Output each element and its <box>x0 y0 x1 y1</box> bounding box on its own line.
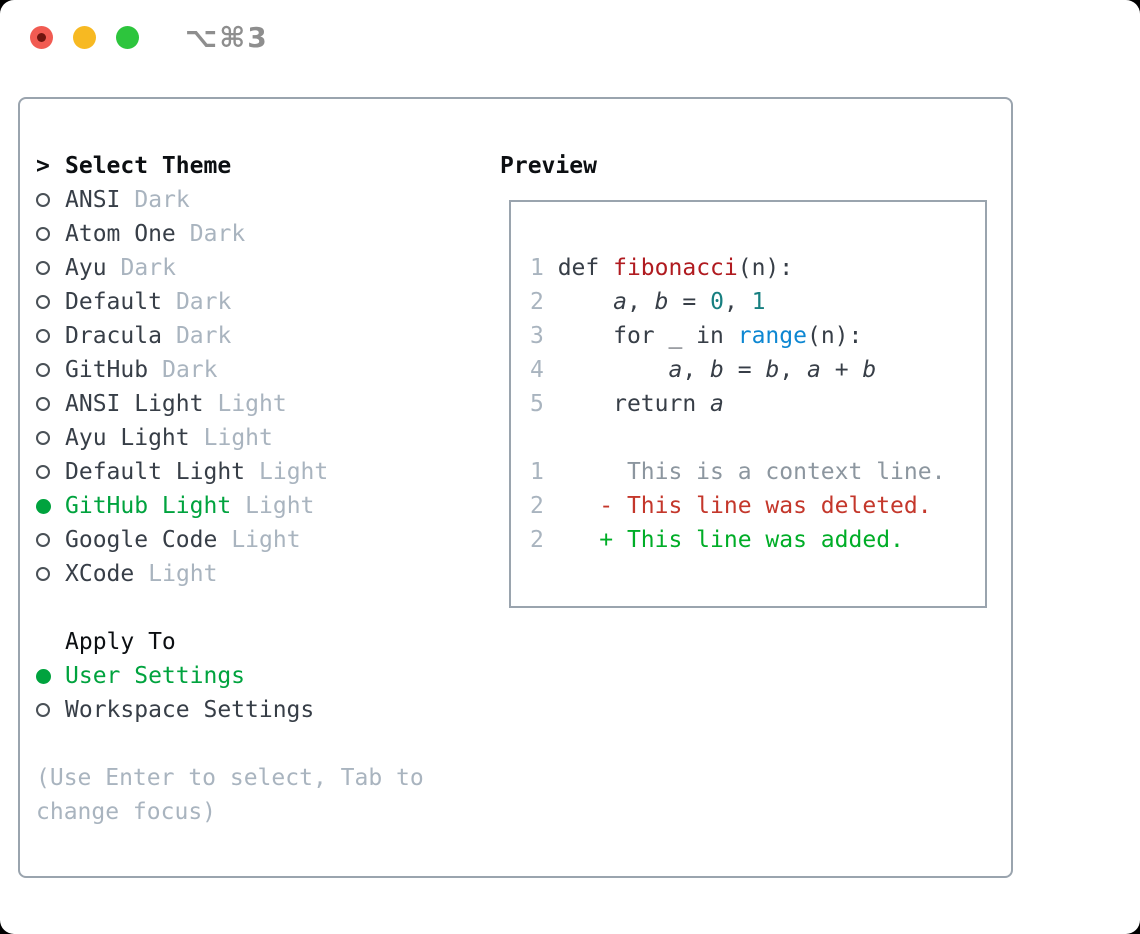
apply-option-workspace-settings[interactable]: Workspace Settings <box>36 693 424 727</box>
theme-option-ansi-light[interactable]: ANSI Light Light <box>36 387 424 421</box>
radio-icon <box>36 295 65 309</box>
theme-variant-tag: Light <box>231 527 301 553</box>
preview-line: 4 a, b = b, a + b <box>530 357 877 383</box>
zoom-button[interactable] <box>116 26 139 49</box>
theme-option-xcode[interactable]: XCode Light <box>36 557 424 591</box>
preview-box: 1 def fibonacci(n): 2 a, b = 0, 1 3 for _ … <box>509 200 987 608</box>
option-label: Workspace Settings <box>65 697 315 723</box>
theme-option-github-light[interactable]: GitHub Light Light <box>36 489 424 523</box>
theme-variant-tag: Dark <box>175 323 232 349</box>
theme-option-dracula[interactable]: Dracula Dark <box>36 319 424 353</box>
minimize-button[interactable] <box>73 26 96 49</box>
radio-selected-icon <box>36 668 65 684</box>
radio-icon <box>36 465 65 479</box>
theme-option-ansi[interactable]: ANSI Dark <box>36 183 424 217</box>
preview-line: 2 - This line was deleted. <box>530 493 932 519</box>
record-dot-icon <box>37 33 46 42</box>
theme-variant-tag: Dark <box>175 289 232 315</box>
theme-option-github[interactable]: GitHub Dark <box>36 353 424 387</box>
theme-variant-tag: Dark <box>134 187 190 213</box>
theme-option-google-code[interactable]: Google Code Light <box>36 523 424 557</box>
select-theme-header: > Select Theme <box>36 149 424 183</box>
preview-line: 1 This is a context line. <box>530 459 946 485</box>
option-label: Default <box>65 289 162 315</box>
theme-option-default[interactable]: Default Dark <box>36 285 424 319</box>
radio-icon <box>36 431 65 445</box>
apply-to-header: Apply To <box>36 625 424 659</box>
radio-icon <box>36 567 65 581</box>
preview-line: 3 for _ in range(n): <box>530 323 863 349</box>
close-button[interactable] <box>30 26 53 49</box>
radio-icon <box>36 363 65 377</box>
radio-icon <box>36 261 65 275</box>
option-label: ANSI Light <box>65 391 204 417</box>
option-label: Default Light <box>65 459 246 485</box>
preview-line: 1 def fibonacci(n): <box>530 255 794 281</box>
titlebar: ⌥⌘3 <box>0 0 1140 75</box>
hint-text-line-1: (Use Enter to select, Tab to <box>36 765 424 791</box>
radio-icon <box>36 193 65 207</box>
radio-icon <box>36 533 65 547</box>
option-label: GitHub <box>65 357 149 383</box>
radio-selected-icon <box>36 498 65 514</box>
theme-variant-tag: Dark <box>189 221 246 247</box>
theme-variant-tag: Dark <box>162 357 218 383</box>
theme-variant-tag: Light <box>217 391 287 417</box>
radio-icon <box>36 227 65 241</box>
preview-line: 5 return a <box>530 391 724 417</box>
hint-text-line-2: change focus) <box>36 799 217 825</box>
option-label: Ayu Light <box>65 425 190 451</box>
radio-icon <box>36 329 65 343</box>
theme-variant-tag: Light <box>259 459 329 485</box>
option-label: Google Code <box>65 527 218 553</box>
theme-option-default-light[interactable]: Default Light Light <box>36 455 424 489</box>
preview-line <box>530 421 985 455</box>
spacer <box>36 727 424 761</box>
theme-variant-tag: Dark <box>120 255 176 281</box>
option-label: User Settings <box>65 663 246 689</box>
option-label: Atom One <box>65 221 176 247</box>
option-label: Ayu <box>65 255 107 281</box>
theme-variant-tag: Light <box>148 561 218 587</box>
option-label: Dracula <box>65 323 162 349</box>
option-label: ANSI <box>65 187 121 213</box>
theme-option-ayu-light[interactable]: Ayu Light Light <box>36 421 424 455</box>
cursor-icon: > <box>36 153 50 179</box>
radio-icon <box>36 397 65 411</box>
preview-title: Preview <box>500 153 597 179</box>
apply-to-title: Apply To <box>65 629 176 655</box>
option-label: GitHub Light <box>65 493 232 519</box>
option-label: XCode <box>65 561 135 587</box>
theme-variant-tag: Light <box>245 493 315 519</box>
apply-option-user-settings[interactable]: User Settings <box>36 659 424 693</box>
select-theme-title: Select Theme <box>65 153 232 179</box>
preview-line: 2 + This line was added. <box>530 527 904 553</box>
theme-option-ayu[interactable]: Ayu Dark <box>36 251 424 285</box>
window-shortcut-label: ⌥⌘3 <box>185 21 269 54</box>
radio-icon <box>36 703 65 717</box>
preview-line: 2 a, b = 0, 1 <box>530 289 766 315</box>
spacer <box>36 591 424 625</box>
theme-variant-tag: Light <box>203 425 273 451</box>
theme-option-atom-one[interactable]: Atom One Dark <box>36 217 424 251</box>
